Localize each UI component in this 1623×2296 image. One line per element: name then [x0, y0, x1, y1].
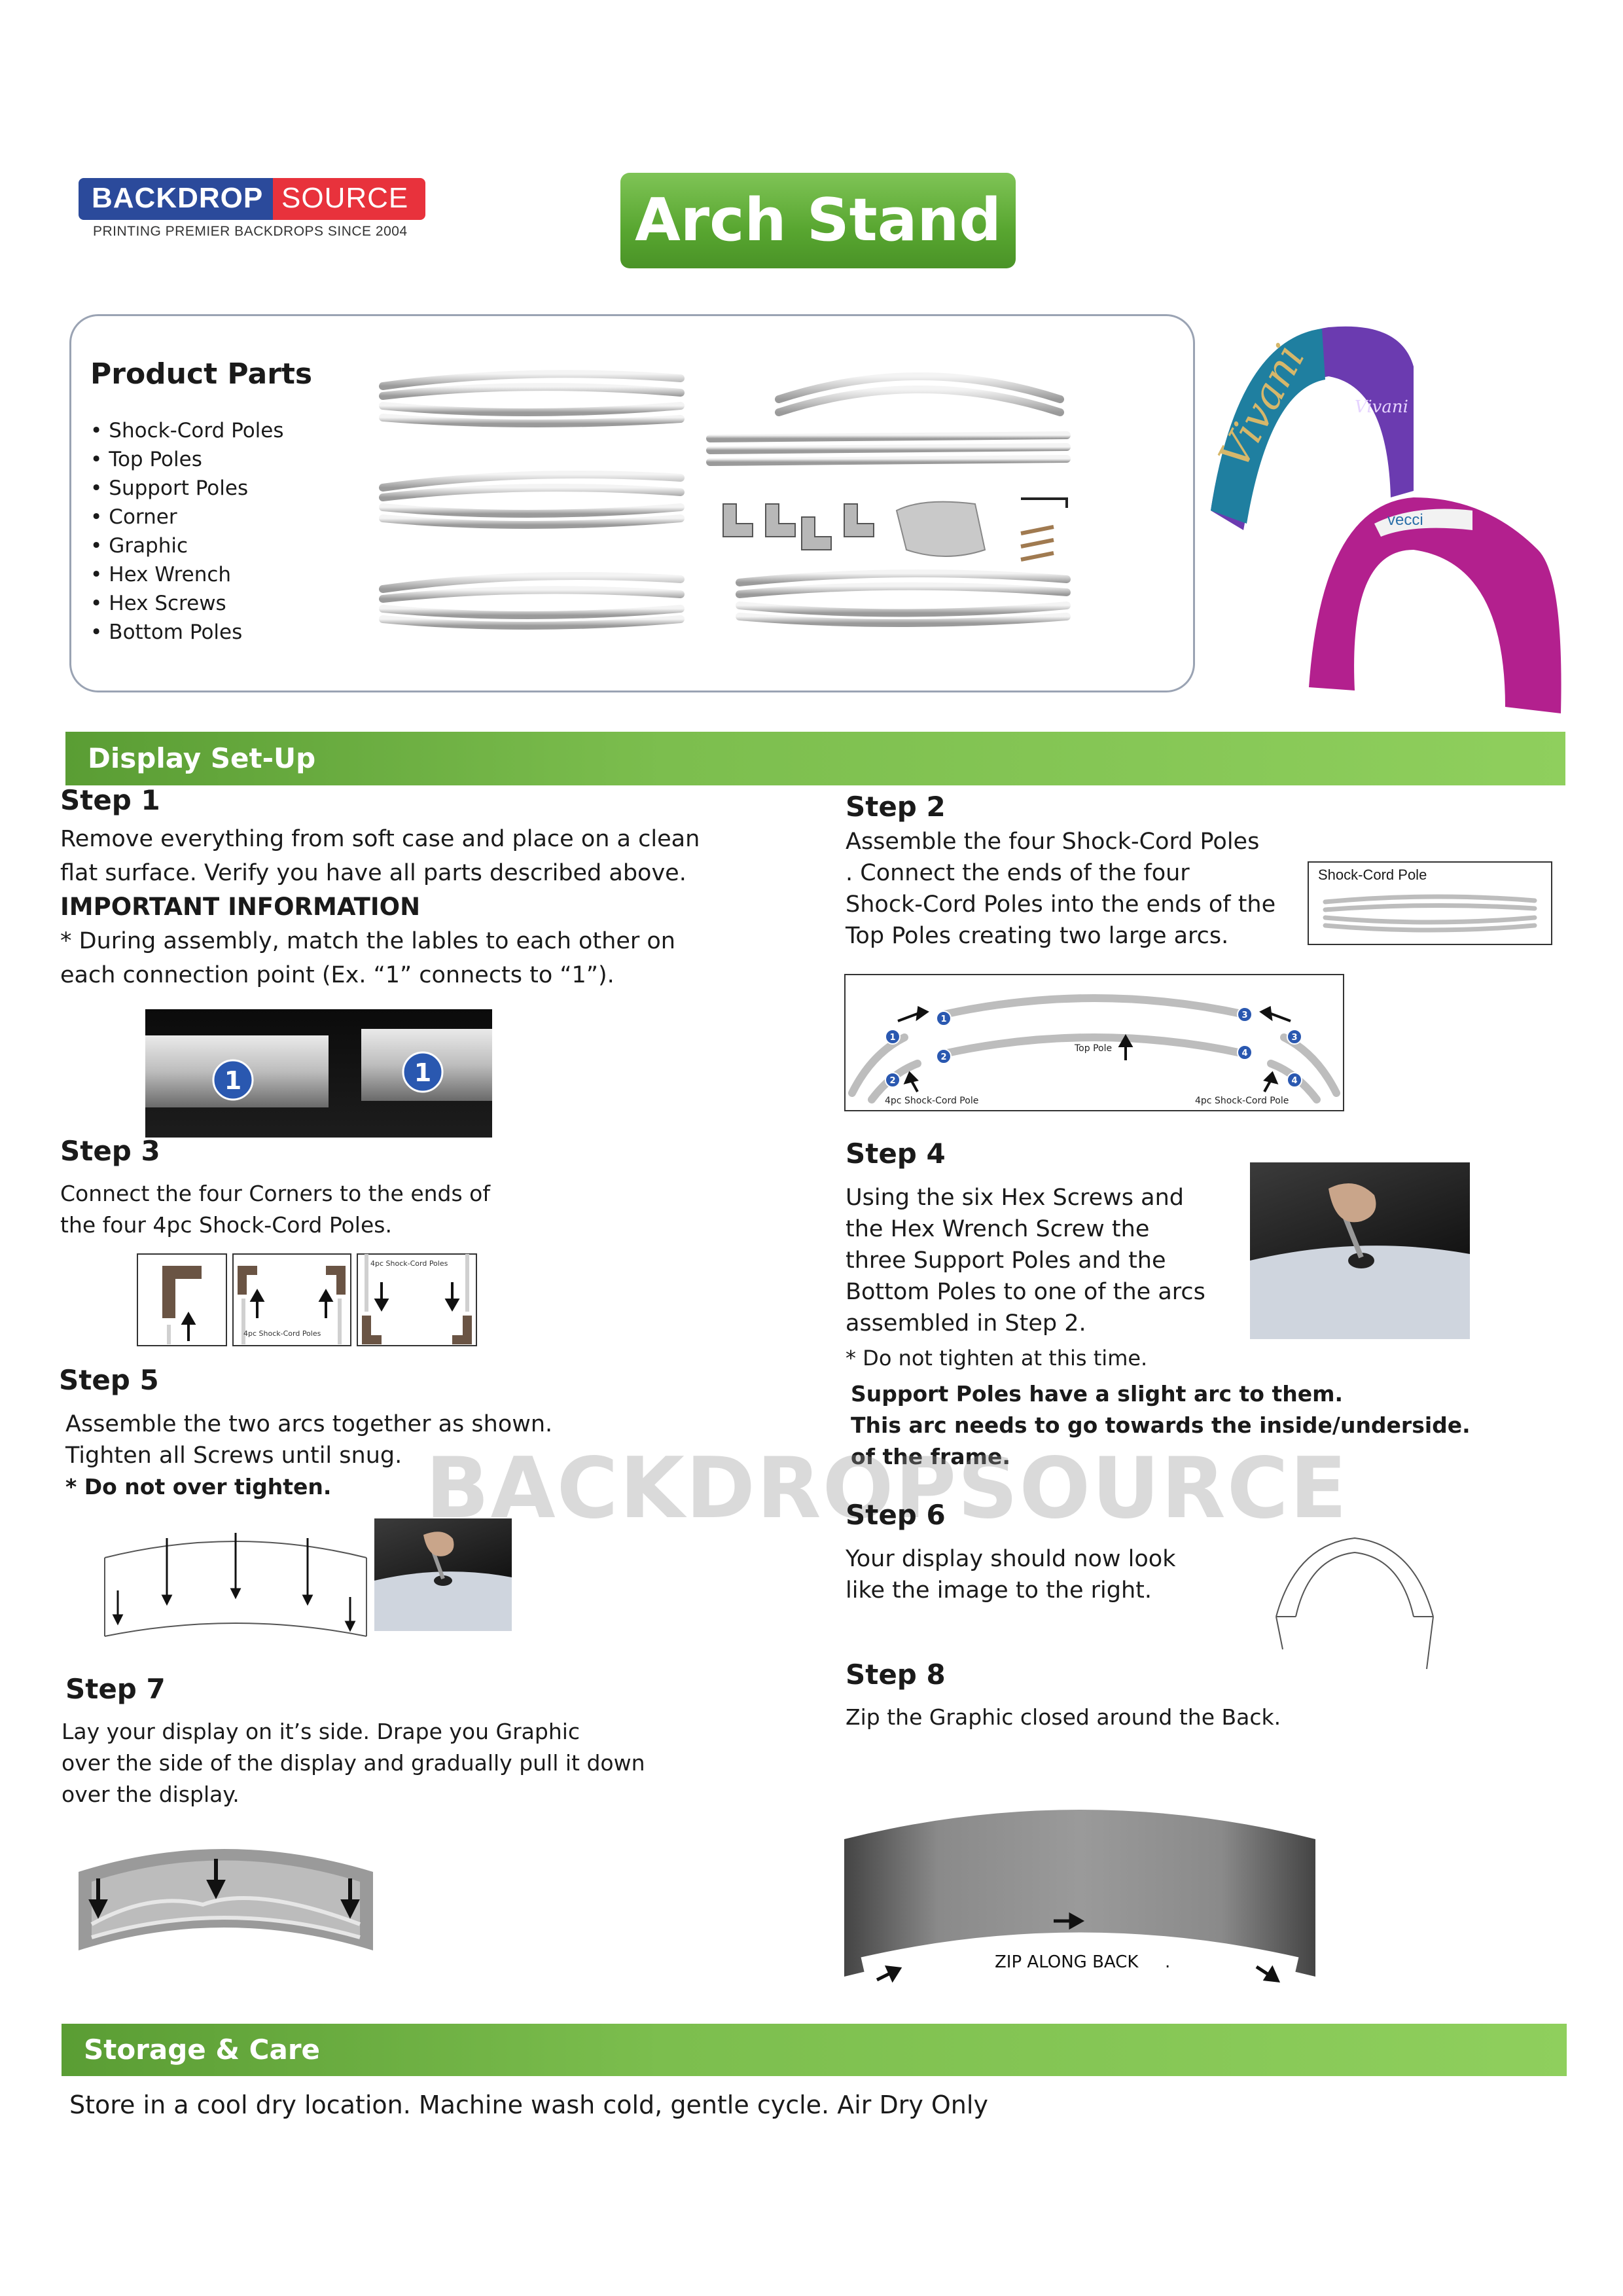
step6-line: like the image to the right. [846, 1577, 1152, 1604]
marker-2: 2 [889, 1076, 895, 1086]
marker-1: 1 [940, 1014, 946, 1024]
logo-bar [79, 178, 425, 220]
step3-label-bottom: 4pc Shock-Cord Poles [243, 1329, 321, 1338]
step4-line: Bottom Poles to one of the arcs [846, 1279, 1205, 1305]
step4-note: * Do not tighten at this time. [846, 1346, 1148, 1371]
important-line: * During assembly, match the lables to e… [60, 928, 675, 954]
part-item: Bottom Poles [90, 618, 284, 647]
step5-line: Assemble the two arcs together as shown. [65, 1411, 553, 1437]
step7-text: Lay your display on it’s side. Drape you… [62, 1716, 742, 1810]
step2-line: Shock-Cord Poles into the ends of the [846, 891, 1276, 918]
step8-text: Zip the Graphic closed around the Back. [846, 1704, 1281, 1730]
step7-line: over the display. [62, 1782, 240, 1807]
step1-line: flat surface. Verify you have all parts … [60, 860, 687, 886]
top-pole-label: Top Pole [1074, 1043, 1112, 1054]
parts-illustration [379, 363, 1116, 645]
step4-photo [1250, 1162, 1470, 1339]
step7-line: Lay your display on it’s side. Drape you… [62, 1719, 580, 1744]
zip-label: ZIP ALONG BACK [995, 1952, 1139, 1972]
step3-line: Connect the four Corners to the ends of [60, 1181, 490, 1206]
display-setup-bar: Display Set-Up [65, 732, 1565, 785]
product-parts-heading: Product Parts [90, 357, 313, 391]
marker-3: 3 [1291, 1033, 1297, 1043]
step8-title: Step 8 [846, 1659, 946, 1691]
arch-stand-photos: Vivani Vivani vecci [1210, 326, 1561, 713]
arch-brand-text: Vivani [1355, 397, 1408, 417]
storage-text: Store in a cool dry location. Machine wa… [69, 2090, 988, 2119]
step1-line: Remove everything from soft case and pla… [60, 826, 700, 852]
step4-bold-line: of the frame. [851, 1444, 1010, 1469]
right-pole-label: 4pc Shock-Cord Pole [1195, 1096, 1289, 1106]
marker-4: 4 [1241, 1049, 1247, 1058]
step4-bold-line: Support Poles have a slight arc to them. [851, 1381, 1344, 1407]
page-title: Arch Stand [620, 173, 1016, 268]
step6-arch-diagram [1275, 1537, 1434, 1670]
step7-line: over the side of the display and gradual… [62, 1750, 645, 1776]
storage-care-bar: Storage & Care [62, 2024, 1567, 2076]
step6-text: Your display should now look like the im… [846, 1543, 1264, 1606]
step1-photo: 1 1 [145, 1009, 492, 1138]
step1-label-a: 1 [224, 1066, 241, 1095]
step4-line: three Support Poles and the [846, 1247, 1166, 1274]
part-item: Corner [90, 503, 284, 531]
product-parts-panel [69, 314, 1195, 692]
step3-title: Step 3 [60, 1135, 160, 1167]
left-pole-label: 4pc Shock-Cord Pole [885, 1096, 978, 1106]
step1-text: Remove everything from soft case and pla… [60, 822, 813, 992]
step5-bold-note: * Do not over tighten. [65, 1474, 332, 1499]
step1-title: Step 1 [60, 784, 160, 816]
logo-tagline: PRINTING PREMIER BACKDROPS SINCE 2004 [93, 224, 408, 239]
step5-photo [374, 1518, 512, 1631]
marker-4: 4 [1291, 1076, 1297, 1086]
step5-diagram [104, 1533, 367, 1637]
step2-line: Assemble the four Shock-Cord Poles [846, 829, 1260, 855]
step7-diagram [79, 1849, 373, 1950]
watermark: BACKDROPSOURCE [425, 1440, 1349, 1537]
step4-line: the Hex Wrench Screw the [846, 1216, 1150, 1242]
step4-text: Using the six Hex Screws and the Hex Wre… [846, 1182, 1264, 1339]
step3-line: the four 4pc Shock-Cord Poles. [60, 1212, 392, 1238]
step4-line: assembled in Step 2. [846, 1310, 1086, 1336]
step3-label-top: 4pc Shock-Cord Poles [370, 1259, 448, 1268]
step4-bold-notes: Support Poles have a slight arc to them.… [851, 1378, 1471, 1473]
step6-line: Your display should now look [846, 1546, 1176, 1572]
part-item: Hex Wrench [90, 560, 284, 589]
step6-title: Step 6 [846, 1499, 946, 1531]
part-item: Shock-Cord Poles [90, 416, 283, 445]
logo-name-right: SOURCE [281, 182, 409, 214]
shock-cord-inset: Shock-Cord Pole [1308, 861, 1552, 945]
step2-title: Step 2 [846, 791, 946, 823]
arch-graphic-text: Vivani [1210, 337, 1315, 476]
step1-label-b: 1 [414, 1058, 431, 1087]
marker-3: 3 [1241, 1011, 1247, 1020]
step3-text: Connect the four Corners to the ends of … [60, 1178, 584, 1241]
part-item: Top Poles [90, 445, 284, 474]
step4-bold-line: This arc needs to go towards the inside/… [851, 1412, 1471, 1438]
step4-line: Using the six Hex Screws and [846, 1185, 1184, 1211]
step7-title: Step 7 [65, 1673, 166, 1705]
marker-1: 1 [889, 1033, 895, 1043]
important-heading: IMPORTANT INFORMATION [60, 893, 421, 921]
step2-diagram: 1 1 2 2 3 3 4 4 Top Pole 4pc Shock-Cord … [844, 974, 1344, 1111]
step3-diagram: 4pc Shock-Cord Poles 4pc Shock-Cord Pole… [137, 1253, 477, 1346]
step5-text: Assemble the two arcs together as shown.… [65, 1408, 628, 1503]
marker-2: 2 [940, 1052, 946, 1062]
part-item: Support Poles [90, 474, 284, 503]
step4-title: Step 4 [846, 1138, 946, 1170]
product-parts-list: Shock-Cord Poles Top Poles Support Poles… [90, 416, 284, 647]
zip-dot: . [1165, 1952, 1170, 1972]
step5-line: Tighten all Screws until snug. [65, 1443, 402, 1469]
step2-line: Top Poles creating two large arcs. [846, 923, 1229, 949]
part-item: Graphic [90, 531, 284, 560]
shock-cord-inset-label: Shock-Cord Pole [1318, 867, 1427, 883]
important-line: each connection point (Ex. “1” connects … [60, 962, 615, 988]
step8-diagram: ZIP ALONG BACK . [844, 1810, 1315, 1983]
step2-text: Assemble the four Shock-Cord Poles . Con… [846, 826, 1317, 952]
part-item: Hex Screws [90, 589, 284, 618]
arch-bottom-brand: vecci [1387, 511, 1423, 529]
brand-logo: BACKDROP SOURCE PRINTING PREMIER BACKDRO… [79, 178, 425, 243]
logo-name-left: BACKDROP [92, 182, 264, 214]
step2-line: . Connect the ends of the four [846, 860, 1190, 886]
step5-title: Step 5 [59, 1364, 159, 1396]
